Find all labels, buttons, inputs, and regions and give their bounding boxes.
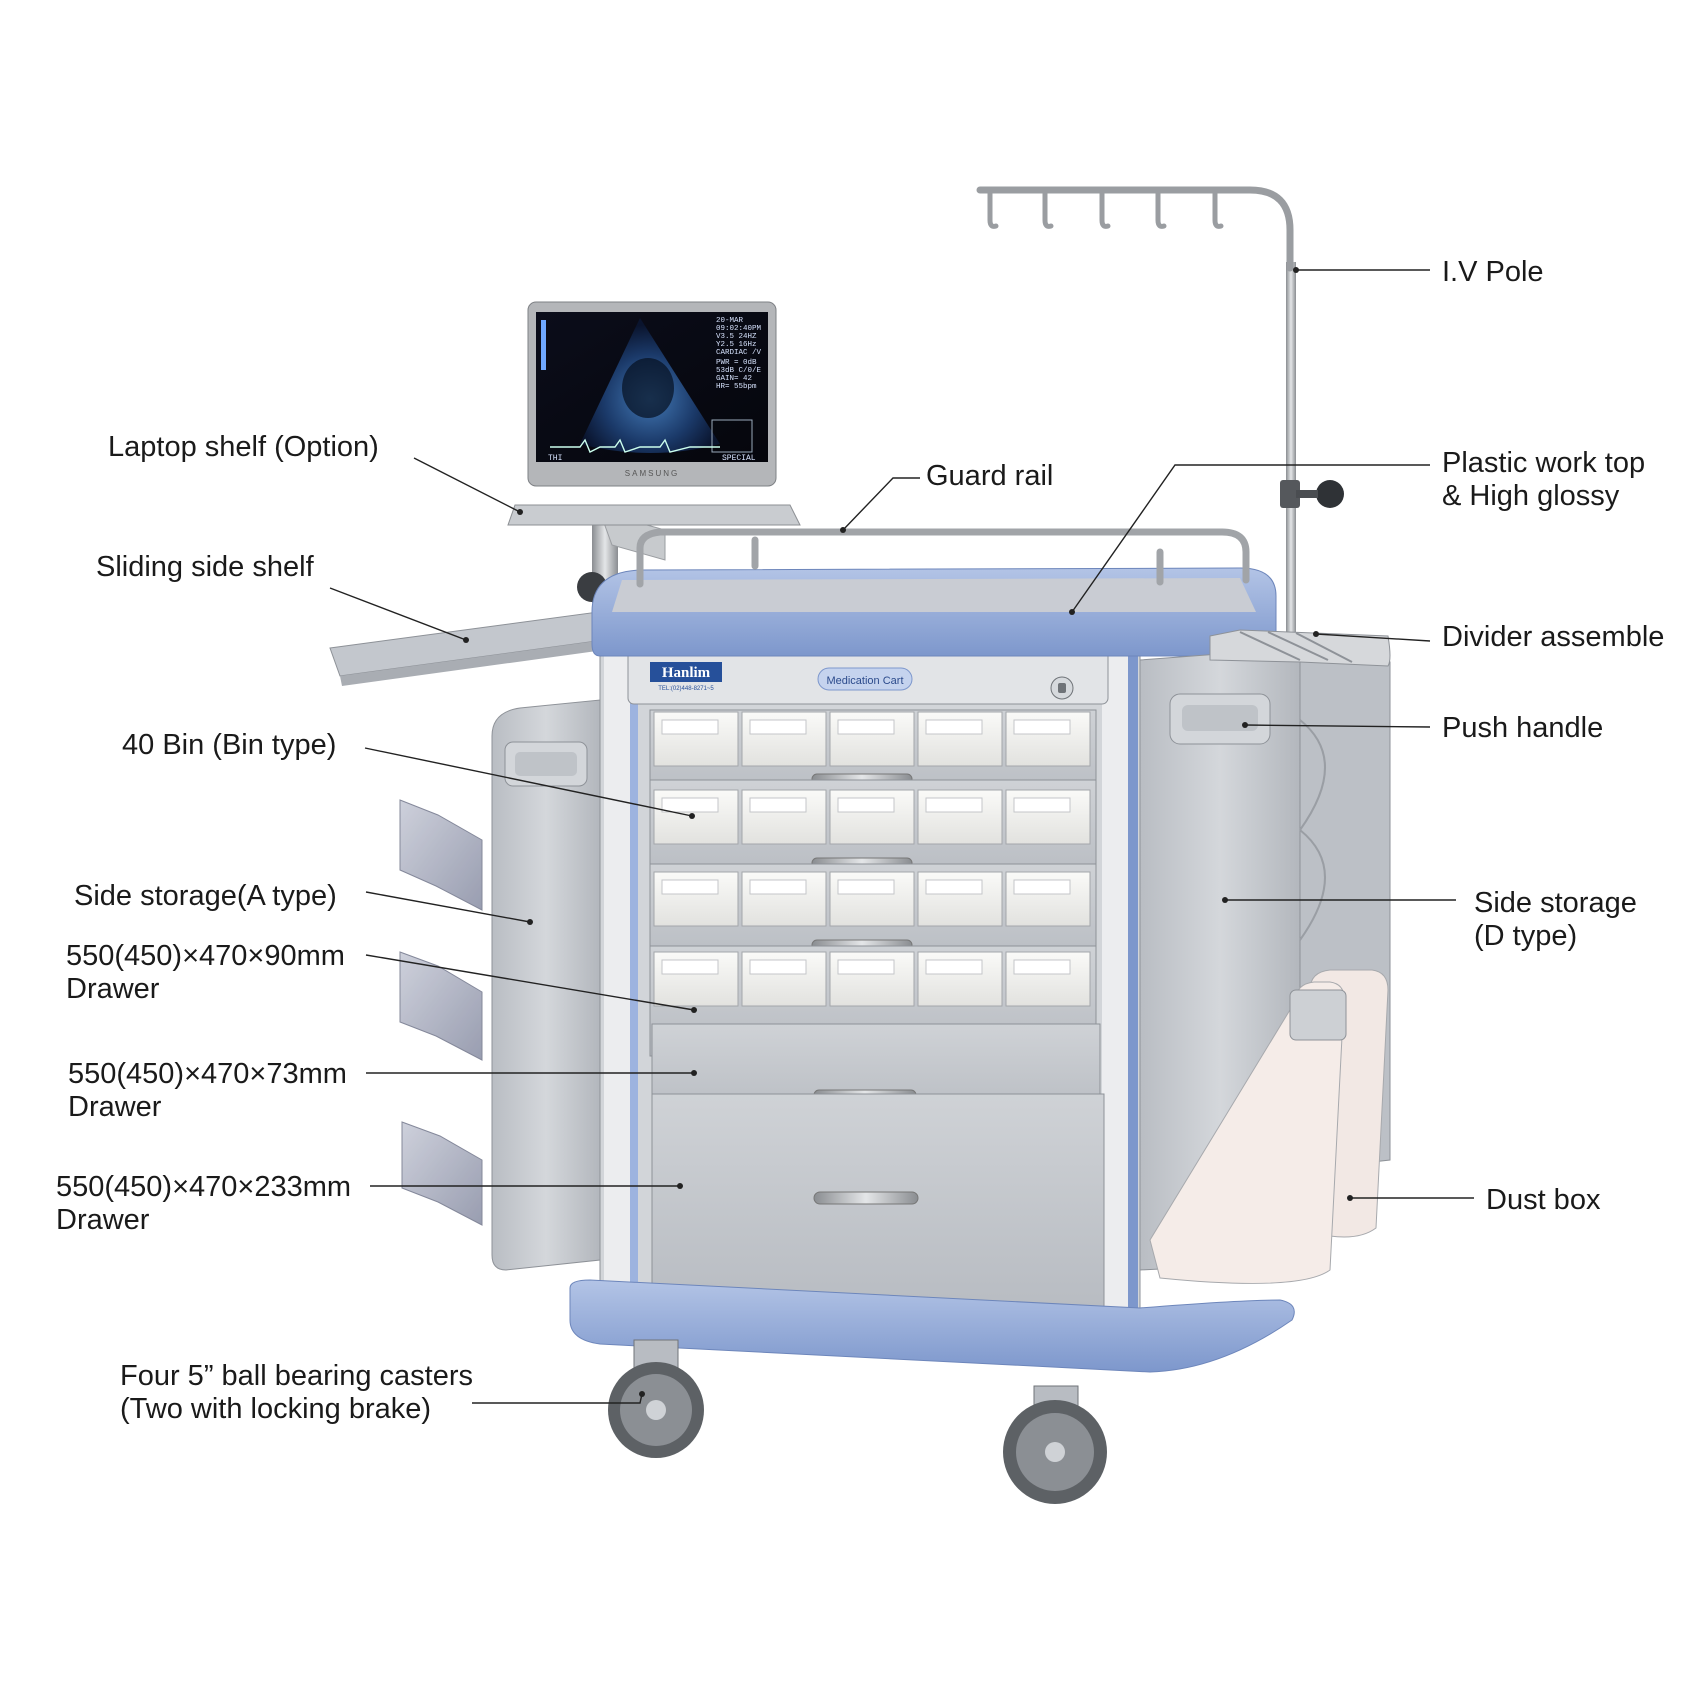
casters <box>608 1339 1107 1504</box>
bin-label-slot <box>661 879 719 895</box>
bin-label-slot <box>661 719 719 735</box>
bin-label-slot <box>749 719 807 735</box>
bin-label-slot <box>661 797 719 813</box>
screen-status-right: SPECIAL <box>722 454 756 463</box>
label-casters-1: Four 5” ball bearing casters <box>120 1360 473 1392</box>
drawer-233mm[interactable] <box>651 1093 1105 1309</box>
nameplate: Medication Cart <box>826 675 903 687</box>
label-divider: Divider assemble <box>1442 621 1664 653</box>
screen-status-left: THI <box>548 454 562 463</box>
bins-grid <box>653 711 1091 1007</box>
side-trays <box>399 799 483 1226</box>
guard-rail <box>636 528 1250 588</box>
label-drawer233-1: 550(450)×470×233mm <box>56 1171 351 1203</box>
caster-front-left <box>608 1339 704 1458</box>
bin-label-slot <box>925 879 983 895</box>
leader-lines <box>329 267 1474 1404</box>
dust-box <box>1149 969 1389 1284</box>
work-top <box>591 567 1277 657</box>
brand-logo: Hanlim TEL:(02)448-8271~5 <box>650 662 722 692</box>
label-side-storage-d-2: (D type) <box>1474 920 1577 952</box>
bin-label-slot <box>925 797 983 813</box>
ultrasound-image <box>541 318 753 453</box>
label-iv-pole: I.V Pole <box>1442 256 1544 288</box>
label-laptop-shelf: Laptop shelf (Option) <box>108 431 379 463</box>
bin-label-slot <box>837 959 895 975</box>
label-bin: 40 Bin (Bin type) <box>122 729 336 761</box>
svg-text:TEL:(02)448-8271~5: TEL:(02)448-8271~5 <box>658 686 714 692</box>
laptop: 20-MAR 09:02:40PM V3.5 24HZ Y2.5 16Hz CA… <box>507 301 801 603</box>
bin-label-slot <box>837 797 895 813</box>
drawers <box>649 709 1105 1309</box>
bin-label-slot <box>1013 797 1071 813</box>
callout-labels: I.V Pole Laptop shelf (Option) Guard rai… <box>56 256 1664 1425</box>
svg-text:Hanlim: Hanlim <box>662 665 711 681</box>
bin-label-slot <box>925 959 983 975</box>
label-side-storage-a: Side storage(A type) <box>74 880 337 912</box>
label-drawer90-2: Drawer <box>66 973 160 1005</box>
label-casters-2: (Two with locking brake) <box>120 1393 431 1425</box>
caster-front-right <box>1003 1385 1107 1504</box>
label-sliding-shelf: Sliding side shelf <box>96 551 315 583</box>
label-work-top-1: Plastic work top <box>1442 447 1645 479</box>
bin-label-slot <box>1013 719 1071 735</box>
bin-label-slot <box>925 719 983 735</box>
iv-hooks <box>987 187 1224 229</box>
bin-label-slot <box>1013 959 1071 975</box>
bin-label-slot <box>1013 879 1071 895</box>
divider-assembly <box>1209 629 1391 667</box>
bin-label-slot <box>749 959 807 975</box>
sliding-side-shelf[interactable] <box>329 611 605 686</box>
label-drawer73-1: 550(450)×470×73mm <box>68 1058 347 1090</box>
label-push-handle: Push handle <box>1442 712 1603 744</box>
screen-readout: 20-MAR 09:02:40PM V3.5 24HZ Y2.5 16Hz CA… <box>716 317 766 391</box>
bin-label-slot <box>749 879 807 895</box>
label-drawer73-2: Drawer <box>68 1091 162 1123</box>
bin-label-slot <box>661 959 719 975</box>
label-guard-rail: Guard rail <box>926 460 1053 492</box>
bin-label-slot <box>837 719 895 735</box>
laptop-brand: SAMSUNG <box>625 469 679 478</box>
iv-pole <box>976 186 1344 962</box>
label-drawer90-1: 550(450)×470×90mm <box>66 940 345 972</box>
label-work-top-2: & High glossy <box>1442 480 1620 512</box>
label-dust-box: Dust box <box>1486 1184 1601 1216</box>
label-drawer233-2: Drawer <box>56 1204 150 1236</box>
label-side-storage-d-1: Side storage <box>1474 887 1637 919</box>
cart-base <box>569 1279 1295 1373</box>
bin-label-slot <box>837 879 895 895</box>
pole-knob[interactable] <box>1316 480 1344 508</box>
bin-label-slot <box>749 797 807 813</box>
